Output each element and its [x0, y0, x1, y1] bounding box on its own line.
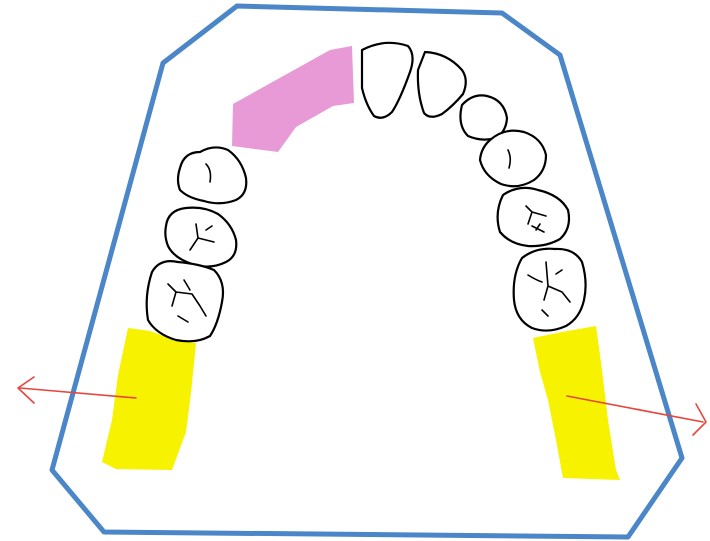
tooth-left-first-premolar: [178, 147, 246, 203]
tooth-right-lateral-incisor: [418, 52, 466, 117]
tooth-right-second-premolar: [498, 188, 569, 246]
pink-edentulous-area: [232, 46, 354, 152]
tooth-left-first-molar: [147, 261, 223, 341]
tooth-right-first-molar: [514, 249, 586, 331]
tooth-right-first-premolar: [480, 131, 546, 187]
tooth-left-second-premolar: [165, 208, 236, 267]
tooth-right-central-incisor: [362, 43, 413, 118]
yellow-left-posterior: [102, 328, 196, 470]
